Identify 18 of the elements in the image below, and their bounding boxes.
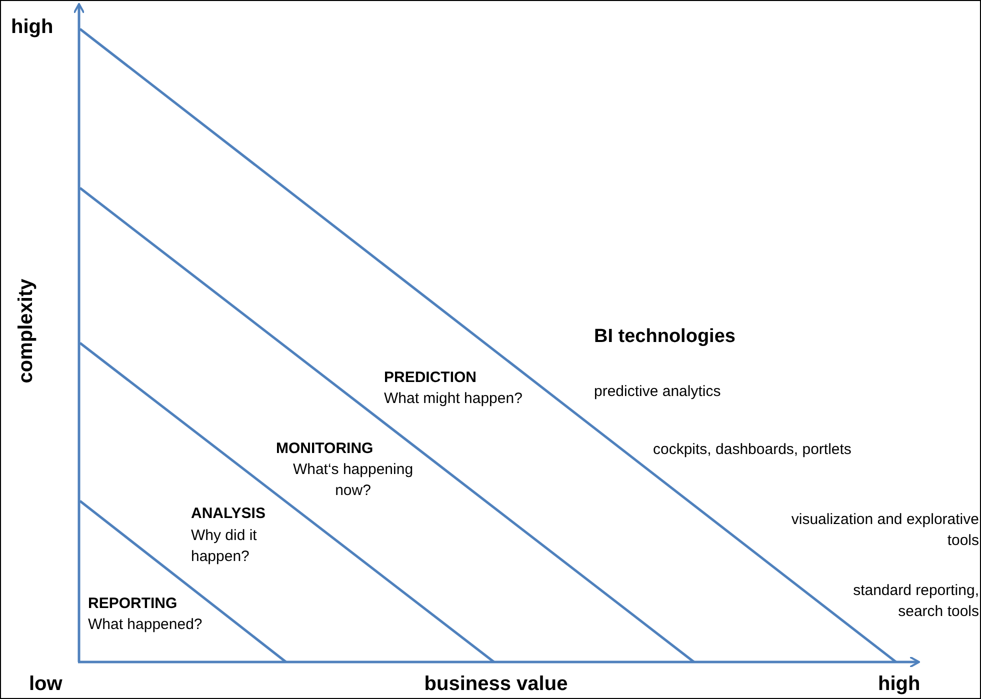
band-question: Why did it happen? [191,526,258,567]
band-heading: MONITORING [276,439,374,459]
axis-title: business value [423,672,569,696]
band-question: What‘s happening now? [292,460,414,501]
band-heading: PREDICTION [384,368,477,388]
technology-label: predictive analytics [594,382,721,402]
axis-end-label: high [878,672,920,696]
technology-label: visualization and explorative tools [790,510,979,551]
technology-label: standard reporting, search tools [852,581,979,622]
band-heading: REPORTING [88,594,178,614]
band-question: What happened? [88,615,202,635]
band-question: What might happen? [384,389,522,409]
band-heading: ANALYSIS [191,504,266,524]
axis-end-label: high [11,15,54,39]
technology-label: cockpits, dashboards, portlets [653,440,852,460]
axis-title: complexity [14,278,38,386]
column-heading: BI technologies [594,325,736,349]
axis-end-label: low [29,672,62,696]
